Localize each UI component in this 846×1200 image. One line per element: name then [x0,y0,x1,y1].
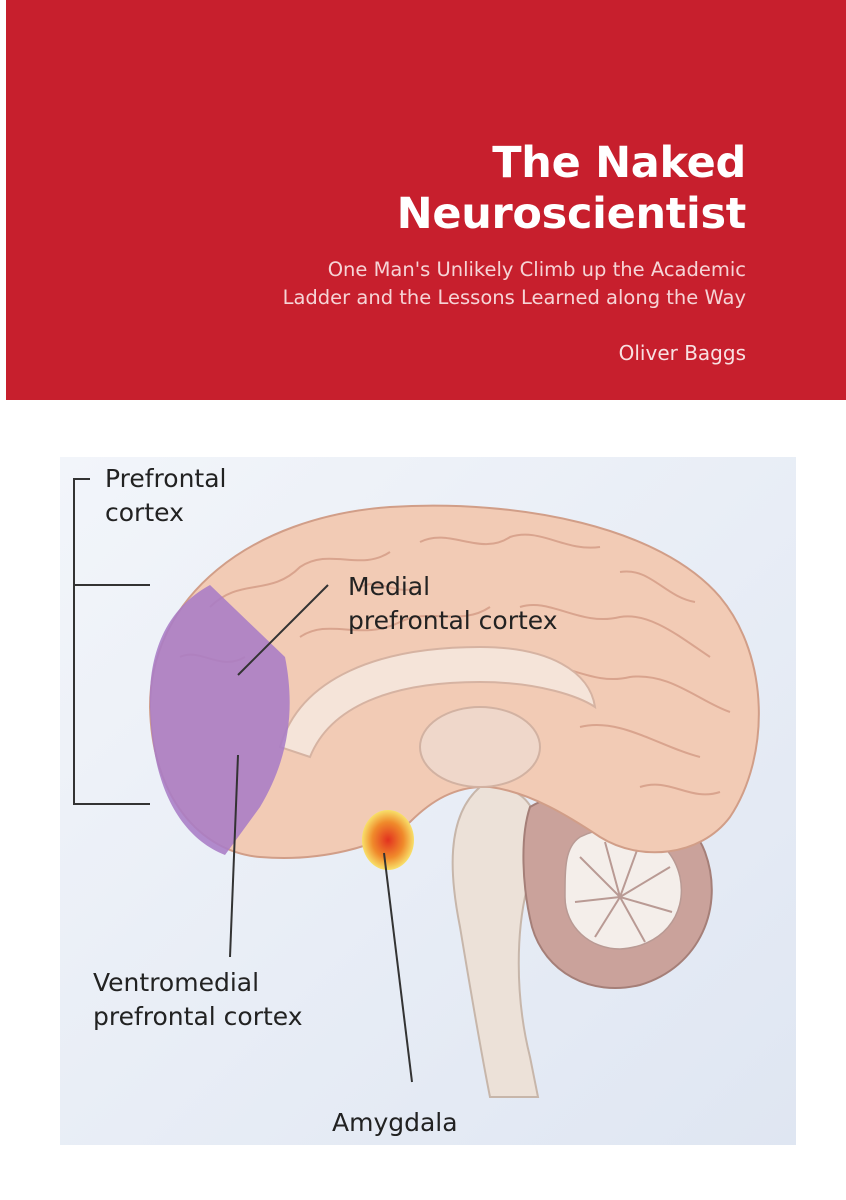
label-ventromedial-prefrontal-cortex: Ventromedial prefrontal cortex [93,966,303,1034]
subtitle-line-2: Ladder and the Lessons Learned along the… [282,286,746,309]
corpus-callosum [278,645,597,759]
thalamus [419,706,541,788]
label-prefrontal-cortex: Prefrontal cortex [105,462,226,530]
prefrontal-region [149,585,290,855]
amygdala-leader-line [383,852,413,1083]
label-amygdala-text: Amygdala [332,1108,458,1137]
subtitle-line-1: One Man's Unlikely Climb up the Academic [327,258,746,281]
cover-banner: The Naked Neuroscientist One Man's Unlik… [6,0,846,400]
author-name: Oliver Baggs [618,341,746,365]
amygdala-region [362,810,414,870]
prefrontal-bracket [73,478,150,805]
label-ventromedial-line-2: prefrontal cortex [93,1002,303,1031]
title-line-2: Neuroscientist [396,189,747,239]
book-subtitle: One Man's Unlikely Climb up the Academic… [283,256,746,312]
label-ventromedial-line-1: Ventromedial [93,968,260,997]
label-prefrontal-line-1: Prefrontal [105,464,227,493]
ventromedial-leader-line [229,754,239,958]
label-medial-line-2: prefrontal cortex [348,606,558,635]
label-medial-prefrontal-cortex: Medial prefrontal cortex [348,570,558,638]
label-amygdala: Amygdala [332,1106,458,1140]
arbor-branches [574,841,673,943]
title-line-1: The Naked [492,138,746,188]
book-title: The Naked Neuroscientist [396,138,747,240]
medial-leader-line [237,584,329,676]
brain-illustration [60,457,796,1145]
label-prefrontal-line-2: cortex [105,498,184,527]
label-medial-line-1: Medial [348,572,431,601]
